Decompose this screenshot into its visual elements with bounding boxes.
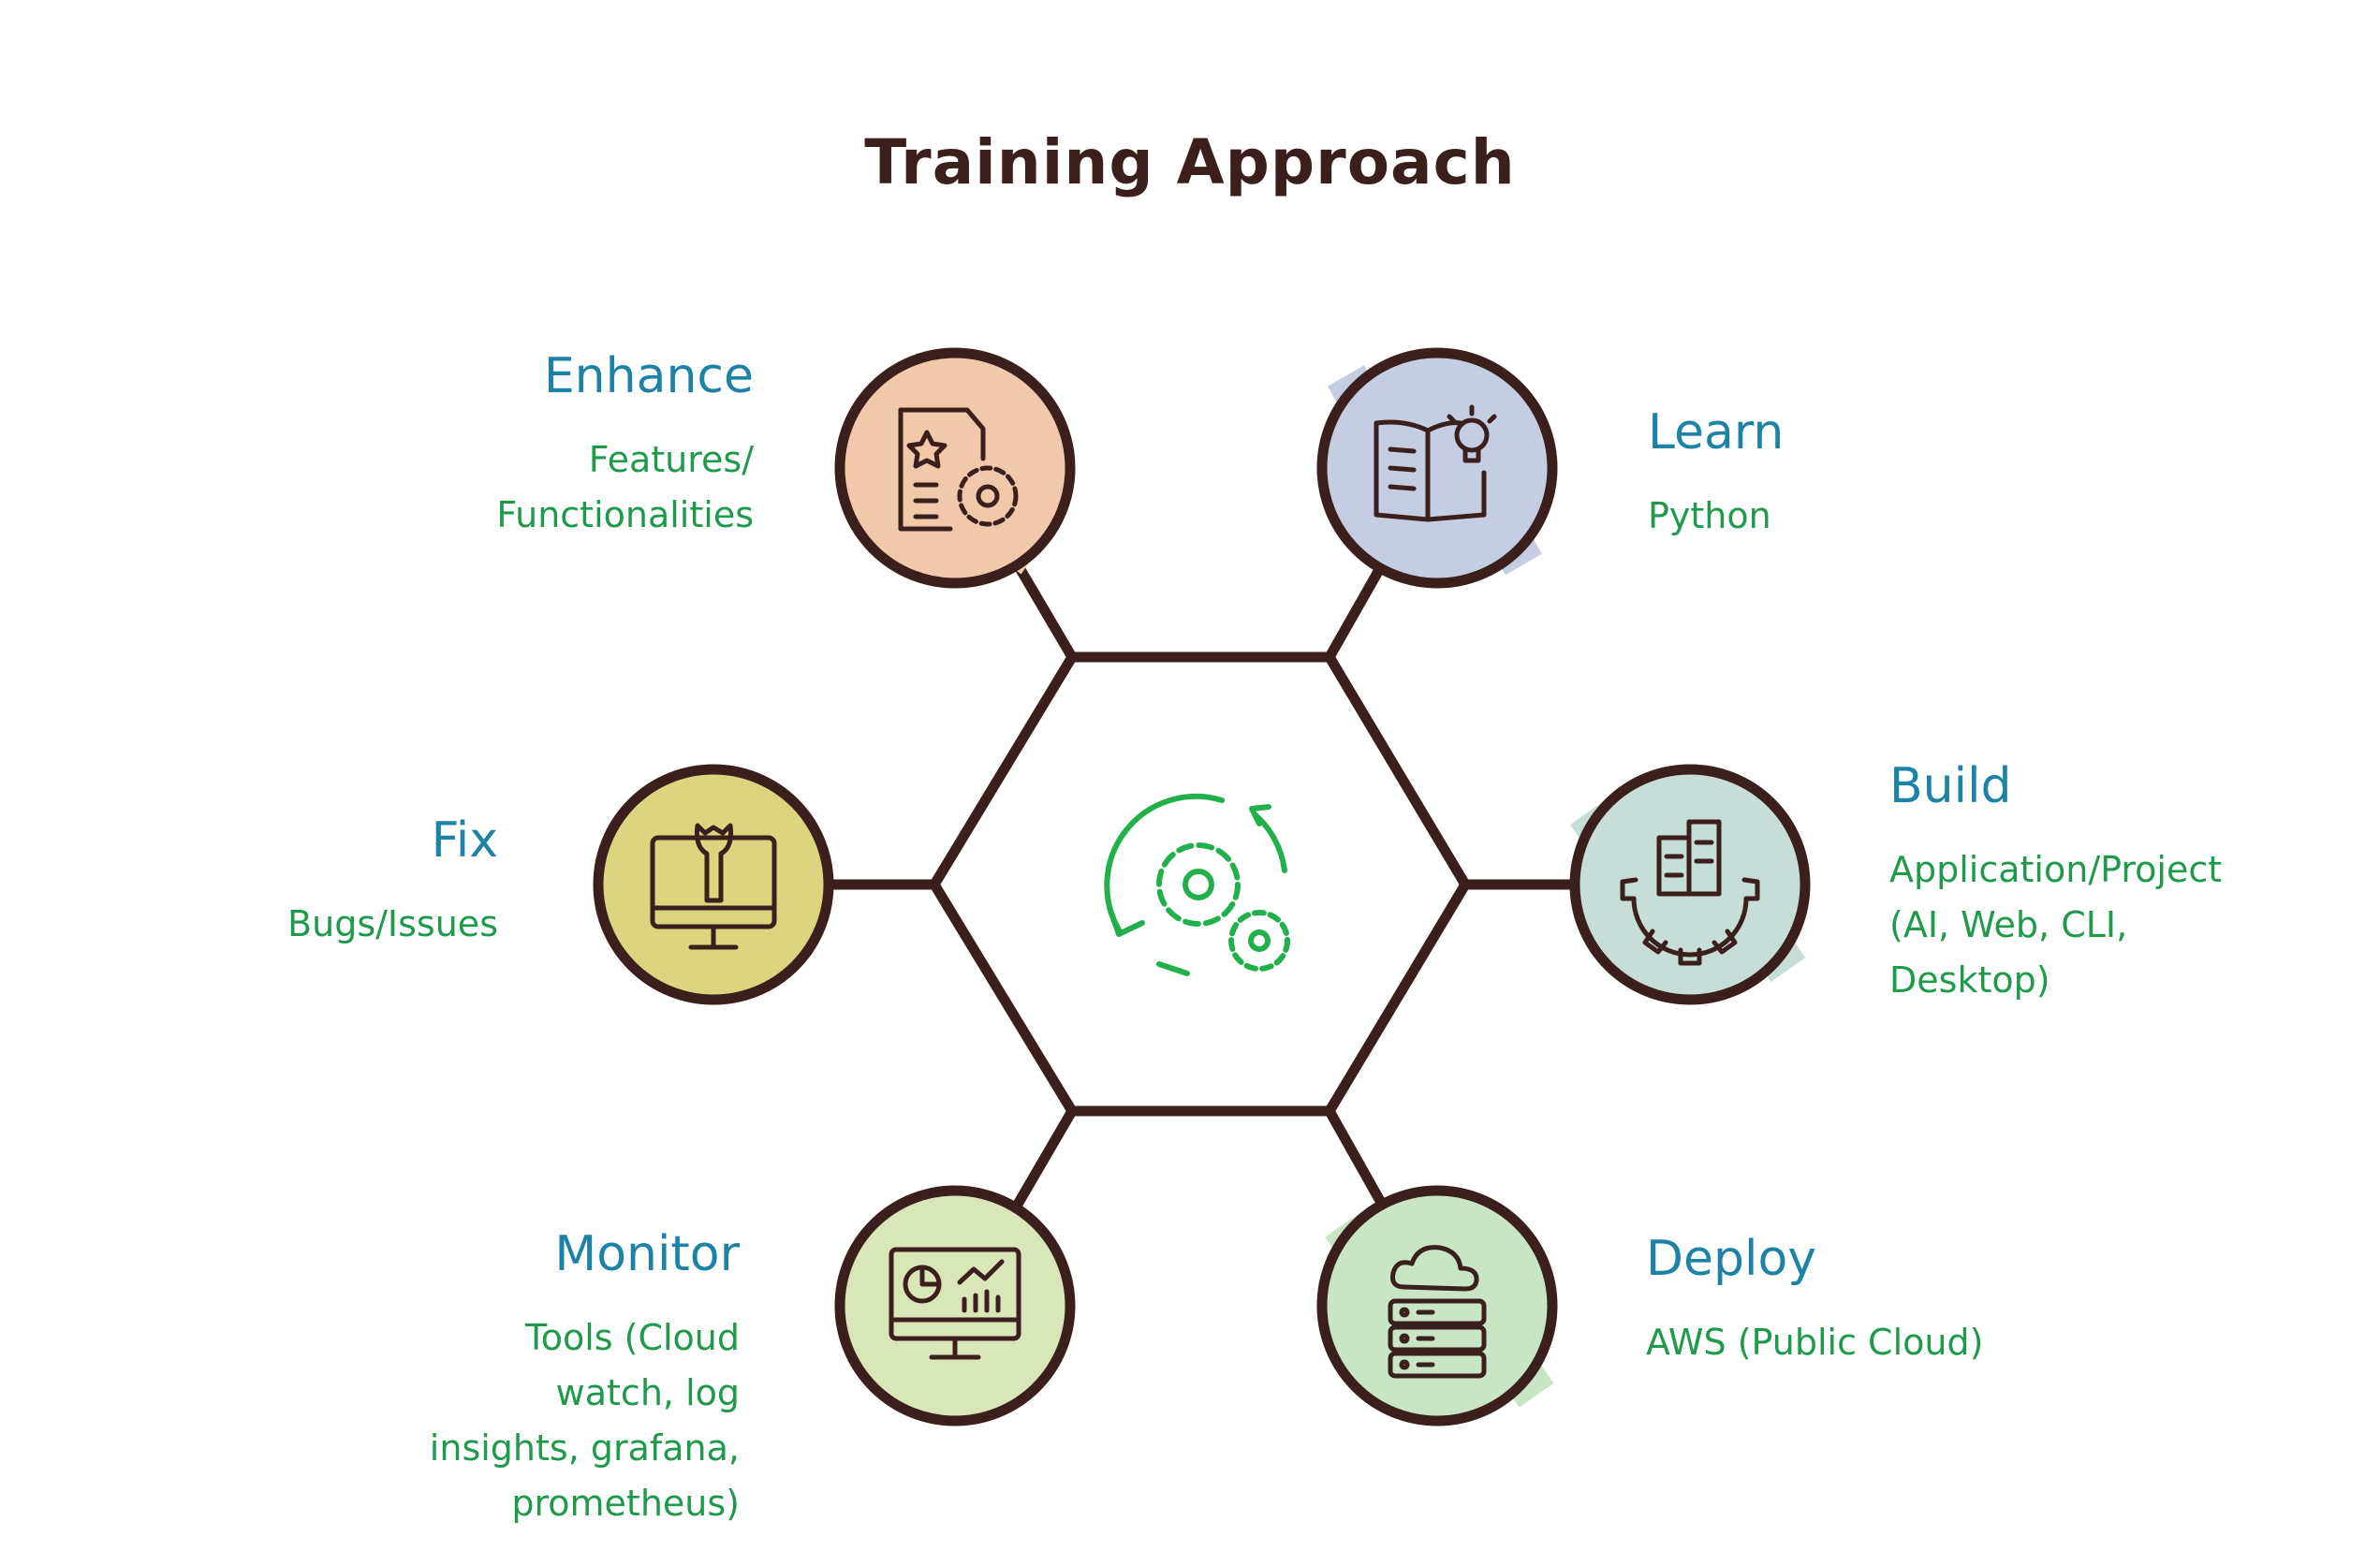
node-build <box>1569 764 1811 1005</box>
monitor-line: prometheus) <box>511 1482 740 1524</box>
book-lightbulb-icon <box>1374 404 1497 522</box>
gear-building-icon <box>1620 819 1760 966</box>
build-line: Desktop) <box>1889 958 2050 1001</box>
connector-enhance <box>1010 556 1078 663</box>
deploy-line: AWS (Public Cloud) <box>1646 1322 1984 1363</box>
build-line: Application/Project <box>1889 849 2223 890</box>
label-build: Build Application/Project (AI, Web, CLI,… <box>1889 758 2358 1008</box>
fix-fill <box>594 774 824 995</box>
monitor-line: insights, grafana, <box>429 1426 740 1469</box>
label-fix: Fix Bugs/Issues <box>124 812 498 952</box>
deploy-heading: Deploy <box>1646 1231 1817 1287</box>
connector-learn <box>1324 556 1389 663</box>
node-monitor <box>834 1185 1076 1426</box>
learn-fill <box>1327 358 1548 578</box>
monitor-line: watch, log <box>555 1371 740 1413</box>
monitor-description: Tools (Cloud watch, log insights, grafan… <box>253 1310 740 1531</box>
monitor-wrench-icon <box>650 823 777 950</box>
monitor-line: Tools (Cloud <box>524 1317 740 1358</box>
enhance-heading: Enhance <box>543 348 754 404</box>
enhance-line: Functionalities <box>496 493 754 535</box>
fix-description: Bugs/Issues <box>124 897 498 952</box>
monitor-heading: Monitor <box>554 1226 740 1282</box>
document-star-gear-icon <box>898 407 1019 532</box>
label-monitor: Monitor Tools (Cloud watch, log insights… <box>253 1226 740 1531</box>
label-enhance: Enhance Features/ Functionalities <box>267 348 754 543</box>
label-deploy: Deploy AWS (Public Cloud) <box>1646 1231 2170 1370</box>
diagram-title: Training Approach <box>864 126 1516 198</box>
connector-deploy <box>1324 1105 1389 1213</box>
build-description: Application/Project (AI, Web, CLI, Deskt… <box>1889 842 2358 1008</box>
node-deploy <box>1316 1185 1558 1426</box>
connectors <box>823 556 1579 1213</box>
center-hexagon <box>929 651 1471 1117</box>
learn-description: Python <box>1648 489 2135 544</box>
build-heading: Build <box>1889 758 2012 814</box>
learn-line: Python <box>1648 495 1771 536</box>
connector-monitor <box>1010 1105 1078 1213</box>
label-learn: Learn Python <box>1648 404 2135 544</box>
enhance-description: Features/ Functionalities <box>267 432 754 543</box>
cloud-server-icon <box>1388 1245 1487 1379</box>
learn-heading: Learn <box>1648 404 1785 461</box>
build-line: (AI, Web, CLI, <box>1889 903 2128 945</box>
node-fix <box>593 764 834 1005</box>
enhance-line: Features/ <box>588 439 754 480</box>
node-learn <box>1316 347 1558 589</box>
node-enhance <box>834 347 1076 589</box>
fix-line: Bugs/Issues <box>287 903 498 944</box>
deploy-description: AWS (Public Cloud) <box>1646 1315 2170 1370</box>
dashboard-monitor-icon <box>889 1247 1021 1360</box>
gears-cycle-icon <box>1104 793 1290 976</box>
fix-heading: Fix <box>431 812 498 869</box>
